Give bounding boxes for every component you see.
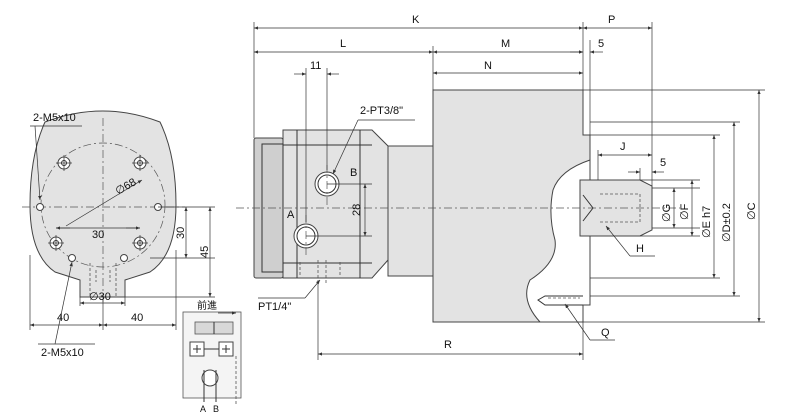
dim-H-label: H [636, 243, 644, 255]
m5-hole-bottom-left [68, 254, 76, 262]
dim-L-label: L [340, 38, 346, 50]
dim-40-right-label: 40 [131, 312, 143, 324]
port-block [282, 129, 389, 279]
direction-label: 前進 [197, 299, 217, 312]
hole-bottom-right [132, 235, 148, 251]
dim-Q-label: Q [601, 327, 610, 339]
dim-F-label: ∅F [679, 203, 691, 220]
dim-M-label: M [501, 38, 510, 50]
motor-symbol [201, 369, 219, 387]
dim-J-label: J [620, 141, 626, 153]
tapped-hole-Q [537, 295, 583, 306]
dim-28-label: 28 [351, 204, 363, 216]
hole-top-left [56, 155, 72, 171]
hole-bottom-left [48, 235, 64, 251]
dim-11-label: 11 [310, 60, 321, 72]
dim-R-label: R [444, 339, 452, 351]
symbol-port-B: B [213, 404, 219, 414]
shaft-key [600, 193, 641, 223]
dim-C-label: ∅C [746, 202, 758, 220]
hydraulic-symbol: 前進 A B [182, 299, 242, 414]
neck [387, 145, 434, 277]
drain-label: PT1/4" [258, 301, 291, 313]
dim-30-dia-label: ∅30 [89, 291, 111, 303]
dim-E-label: ∅E h7 [701, 206, 713, 238]
port-B-label: B [350, 167, 357, 179]
side-view: K P L M 5 N 11 2-PT3/8" B A 28 [236, 14, 765, 360]
hole-top-right [132, 155, 148, 171]
dia68-dimline [65, 179, 143, 227]
front-view: 2-M5x10 ∅68 30 30 45 ∅30 40 40 2-M5x10 [22, 110, 215, 359]
dim-N-label: N [484, 60, 492, 72]
top-holes-label: 2-M5x10 [33, 112, 76, 124]
bottom-holes-label: 2-M5x10 [41, 347, 84, 359]
dim-5-shaft-label: 5 [660, 157, 666, 169]
symbol-port-A: A [200, 404, 206, 414]
dim-G-label: ∅G [661, 204, 673, 222]
dim-45-label: 45 [199, 246, 211, 258]
m5-hole-bottom-right [120, 254, 128, 262]
dim-30-v-label: 30 [175, 227, 187, 239]
port-A-label: A [287, 209, 295, 221]
dim-40-left-label: 40 [57, 312, 69, 324]
dim-P-label: P [608, 14, 615, 26]
cutaway [526, 159, 591, 323]
port-label: 2-PT3/8" [360, 105, 403, 117]
dim-5-top-label: 5 [598, 38, 604, 50]
dim-30-h-label: 30 [92, 229, 104, 241]
dim-D-label: ∅D±0.2 [721, 203, 733, 242]
dim-K-label: K [412, 14, 420, 26]
m5-hole-left [36, 203, 44, 211]
